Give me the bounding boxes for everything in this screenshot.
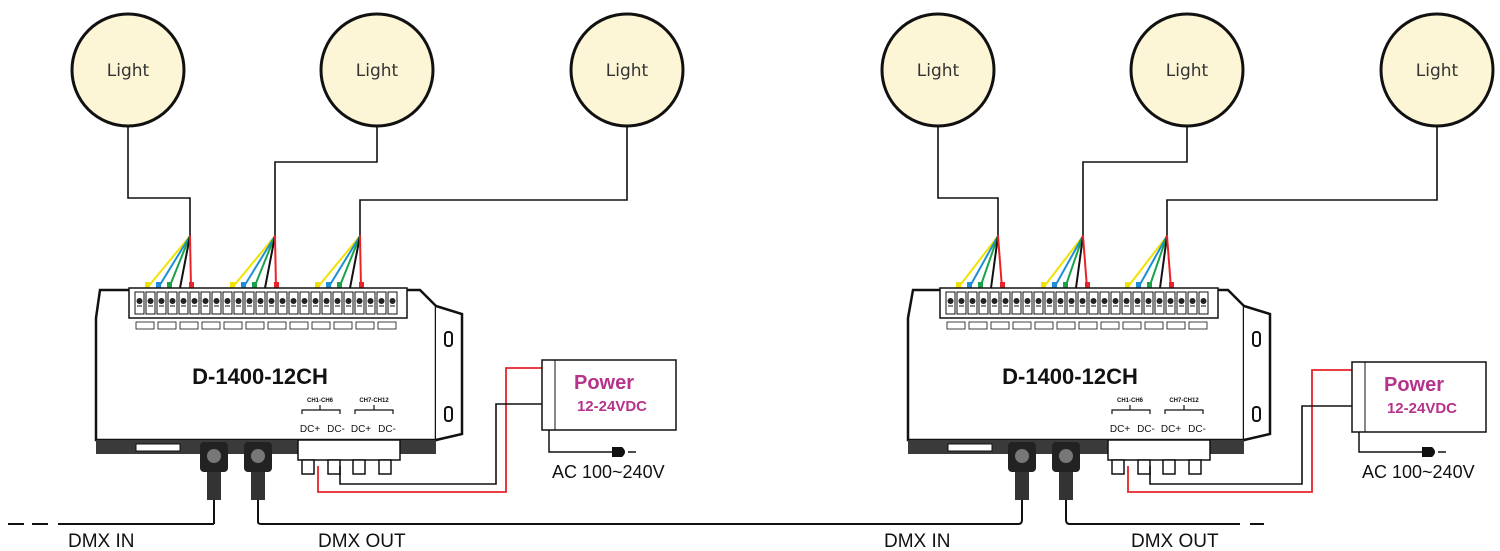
- controller-2: D-1400-12CH CH1-CH6 CH7-CH12 DC+ DC- DC+…: [906, 287, 1272, 500]
- ch-group-1-label: CH1-CH6: [307, 398, 334, 404]
- mount-hole-icon: [444, 331, 453, 347]
- power-voltage: 12-24VDC: [577, 398, 647, 415]
- dmx-in-label: DMX IN: [68, 531, 135, 551]
- label-slot: [947, 443, 993, 452]
- dc-plus-label: DC+: [300, 424, 320, 435]
- light-label: Light: [356, 61, 399, 81]
- light-6: Light: [1379, 12, 1495, 128]
- light-2: Light: [319, 12, 435, 128]
- ch-group-2-label: CH7-CH12: [1169, 398, 1199, 404]
- dmx-bus-line: [8, 500, 1264, 525]
- light-cables: [127, 126, 1438, 236]
- ac-input-label: AC 100~240V: [1362, 462, 1475, 482]
- wire-fans: [145, 235, 1174, 289]
- ac-plug-icon: [1422, 447, 1446, 457]
- wire-fan: [145, 235, 194, 289]
- terminal-block-icon: [939, 287, 1219, 330]
- light-label: Light: [606, 61, 649, 81]
- dc-minus-label: DC-: [327, 424, 345, 435]
- wire-fan: [1041, 235, 1090, 289]
- dmx-labels: DMX IN DMX OUT DMX IN DMX OUT: [68, 531, 1219, 551]
- power-title: Power: [574, 372, 634, 394]
- dc-plus-label: DC+: [351, 424, 371, 435]
- dc-plus-label: DC+: [1110, 424, 1130, 435]
- power-box: [1351, 361, 1487, 433]
- wire-fan: [230, 235, 279, 289]
- dmx-out-label: DMX OUT: [318, 531, 406, 551]
- ac-plug-icon: [612, 447, 636, 457]
- dc-minus-label: DC-: [1188, 424, 1206, 435]
- light-5: Light: [1129, 12, 1245, 128]
- lights-row: Light Light Light Light Light Light: [70, 12, 1495, 128]
- power-supply-2: Power 12-24VDC AC 100~240V: [1127, 361, 1487, 493]
- light-1: Light: [70, 12, 186, 128]
- ac-input-label: AC 100~240V: [552, 462, 665, 482]
- xlr-connector-icon: [200, 442, 228, 500]
- power-title: Power: [1384, 374, 1444, 396]
- light-4: Light: [880, 12, 996, 128]
- mount-hole-icon: [444, 406, 453, 422]
- dmx-out-label: DMX OUT: [1131, 531, 1219, 551]
- light-label: Light: [107, 61, 150, 81]
- dc-terminal-block: [1107, 439, 1211, 475]
- dc-minus-label: DC-: [1137, 424, 1155, 435]
- wire-fan: [315, 235, 364, 289]
- light-3: Light: [569, 12, 685, 128]
- wire-fan: [1125, 235, 1174, 289]
- power-red-wire: [1127, 369, 1352, 493]
- dmx-in-label: DMX IN: [884, 531, 951, 551]
- mounting-ear: [1243, 304, 1272, 442]
- light-label: Light: [1416, 61, 1459, 81]
- dc-terminal-block: [297, 439, 401, 475]
- mount-hole-icon: [1252, 331, 1261, 347]
- power-voltage: 12-24VDC: [1387, 400, 1457, 417]
- xlr-connector-icon: [1052, 442, 1080, 500]
- terminal-block-icon: [128, 287, 408, 330]
- model-label: D-1400-12CH: [192, 364, 328, 389]
- power-black-wire: [339, 403, 542, 485]
- dc-minus-label: DC-: [378, 424, 396, 435]
- mount-hole-icon: [1252, 406, 1261, 422]
- label-slot: [135, 443, 181, 452]
- mounting-ear: [435, 304, 464, 442]
- dc-plus-label: DC+: [1161, 424, 1181, 435]
- power-red-wire: [317, 367, 542, 493]
- power-box: [541, 359, 677, 431]
- light-label: Light: [1166, 61, 1209, 81]
- ch-group-1-label: CH1-CH6: [1117, 398, 1144, 404]
- xlr-connector-icon: [1008, 442, 1036, 500]
- power-supply-1: Power 12-24VDC AC 100~240V: [317, 359, 677, 493]
- xlr-connector-icon: [244, 442, 272, 500]
- model-label: D-1400-12CH: [1002, 364, 1138, 389]
- ch-group-2-label: CH7-CH12: [359, 398, 389, 404]
- light-label: Light: [917, 61, 960, 81]
- wire-fan: [956, 235, 1005, 289]
- power-black-wire: [1149, 405, 1352, 485]
- controller-1: D-1400-12CH CH1-CH6 CH7-CH12 DC+ DC- DC+…: [94, 287, 464, 500]
